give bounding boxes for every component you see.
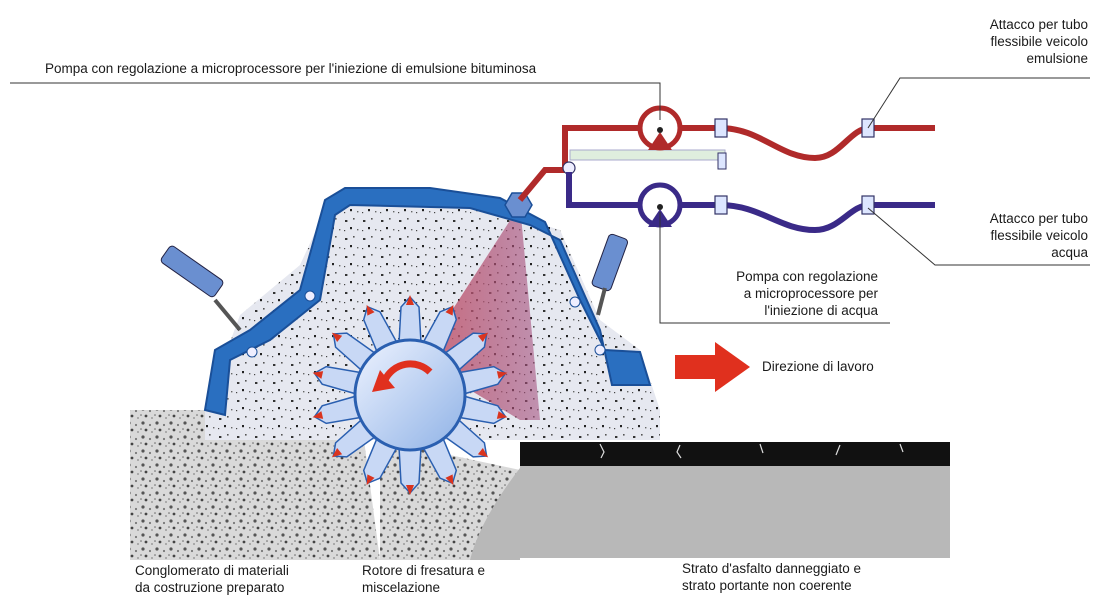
left-cylinder bbox=[160, 245, 242, 332]
emulsion-line bbox=[517, 105, 935, 202]
direction-arrow-icon bbox=[675, 342, 750, 392]
asphalt-layer bbox=[520, 442, 950, 466]
label-hose-emulsion: Attacco per tubo flessibile veicolo emul… bbox=[989, 17, 1088, 66]
label-hose-water: Attacco per tubo flessibile veicolo acqu… bbox=[989, 211, 1088, 260]
label-pump-emulsion: Pompa con regolazione a microprocessore … bbox=[45, 61, 537, 76]
ground bbox=[130, 410, 950, 560]
label-conglomerate: Conglomerato di materiali da costruzione… bbox=[135, 563, 289, 595]
label-rotor: Rotore di fresatura e miscelazione bbox=[362, 563, 486, 595]
pump-emulsion-icon bbox=[637, 105, 683, 151]
rotor-rotation-arrow-icon bbox=[372, 360, 433, 392]
housing-shell bbox=[203, 187, 652, 417]
label-direction: Direzione di lavoro bbox=[762, 359, 874, 374]
water-line bbox=[566, 172, 935, 234]
label-asphalt: Strato d'asfalto danneggiato e strato po… bbox=[682, 561, 861, 593]
asphalt-cracks bbox=[599, 443, 904, 459]
leader-lines bbox=[10, 77, 1090, 324]
conglomerate-layer bbox=[130, 410, 520, 560]
milling-rotor bbox=[312, 295, 508, 495]
base-layer bbox=[520, 463, 950, 558]
label-pump-water: Pompa con regolazione a microprocessore … bbox=[736, 269, 878, 318]
spray-nozzle bbox=[504, 192, 533, 218]
right-cylinder bbox=[591, 233, 629, 316]
